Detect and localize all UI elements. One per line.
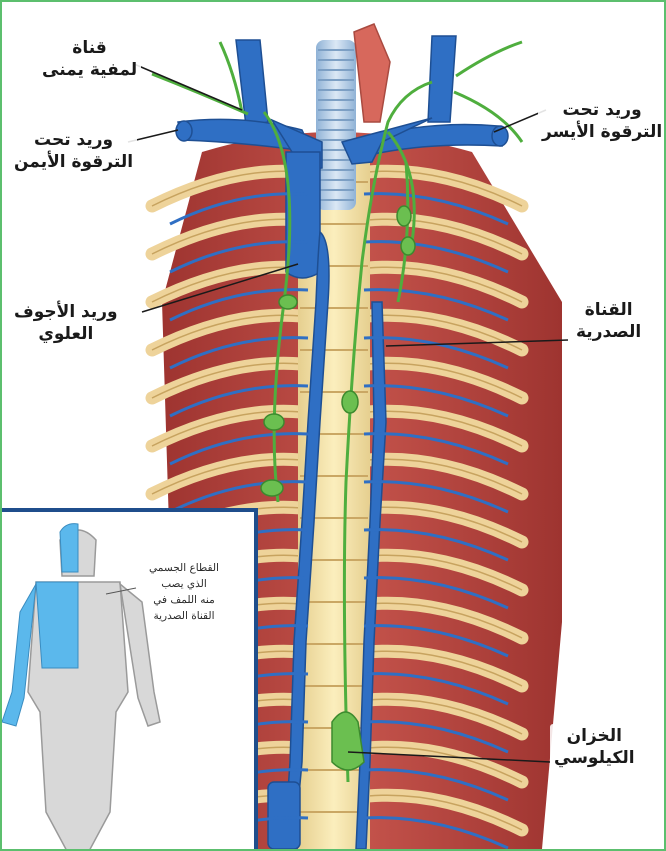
label-right-subclavian-vein: وريد تحت الترقوة الأيمن <box>10 128 137 174</box>
label-superior-vena-cava: وريد الأجوف العلوي <box>10 300 122 346</box>
label-left-subclavian-vein: وريد تحت الترقوة الأيسر <box>538 98 666 144</box>
artery <box>354 24 390 122</box>
inset-cut-off-text: ا ا ا <box>2 560 10 608</box>
label-cisterna-chyli: الخزان الكيلوسي <box>550 724 639 770</box>
label-right-lymphatic-duct: قناة لمفية يمنى <box>38 36 141 82</box>
label-thoracic-duct: القناة الصدرية <box>572 298 645 344</box>
trachea <box>316 40 356 210</box>
drainage-region-inset: القطاع الجسمي الذي يصب منه اللمف في القن… <box>2 508 258 851</box>
inset-caption: القطاع الجسمي الذي يصب منه اللمف في القن… <box>130 560 238 624</box>
